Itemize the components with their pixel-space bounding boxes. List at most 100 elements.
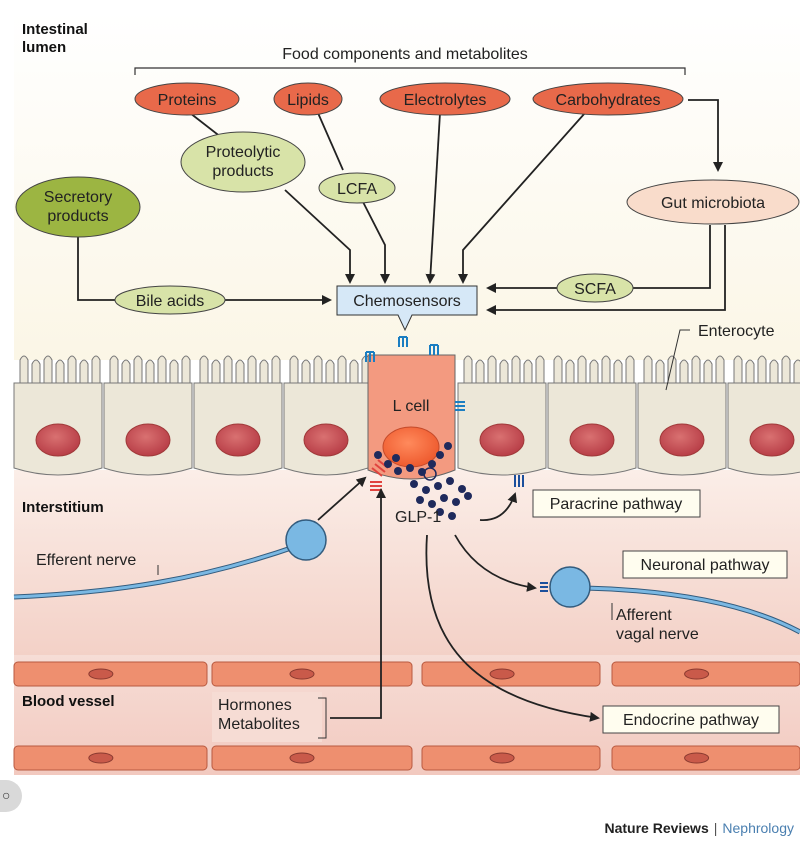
endothelial-nucleus <box>489 668 515 680</box>
glp1-granule <box>464 492 472 500</box>
glp1-granule <box>410 480 418 488</box>
lipids-label: Lipids <box>287 92 329 109</box>
glp1-granule <box>394 467 402 475</box>
enterocyte-pointer <box>665 329 690 391</box>
enterocyte-cell <box>13 355 103 476</box>
efferent-nerve-label: Efferent nerve <box>36 552 136 569</box>
proteins-label: Proteins <box>158 92 217 109</box>
enterocyte-nucleus <box>125 423 171 457</box>
food-components-bracket <box>134 67 686 75</box>
proteins-oval <box>134 82 240 116</box>
enterocyte-nucleus <box>479 423 525 457</box>
glp1-granule <box>422 486 430 494</box>
glp1-granule <box>374 451 382 459</box>
credit-separator: | <box>714 820 718 836</box>
scfa-oval <box>556 273 634 303</box>
glp1-granule <box>434 482 442 490</box>
output-arrows <box>317 476 600 722</box>
endothelial-nucleus <box>684 752 710 764</box>
endothelial-nucleus <box>88 668 114 680</box>
bile-acids-label: Bile acids <box>136 293 204 310</box>
l-cell: L cell <box>365 336 465 491</box>
scfa-label: SCFA <box>574 281 616 298</box>
enterocyte-cell <box>193 355 283 476</box>
afferent-nerve-terminal <box>549 566 591 608</box>
glp1-granule <box>458 485 466 493</box>
arrow-secretory <box>77 235 332 305</box>
endothelial-nucleus <box>489 752 515 764</box>
enterocyte-cell <box>283 355 371 476</box>
arrow-carb-to-microbiota <box>688 99 723 172</box>
lens-icon: ○ <box>2 787 11 803</box>
enterocyte-nucleus <box>303 423 349 457</box>
arrow-proteolytic <box>284 189 355 284</box>
chemosensors-label: Chemosensors <box>353 293 461 310</box>
endothelial-nucleus <box>289 752 315 764</box>
enterocytes <box>13 355 800 476</box>
carbohydrates-oval <box>532 82 684 116</box>
food-components-label: Food components and metabolites <box>282 46 527 63</box>
arrow-microbiota-direct <box>486 225 726 315</box>
lipids-oval <box>273 82 343 116</box>
glp1-label: GLP-1 <box>395 509 441 526</box>
glp1-granules <box>374 442 472 520</box>
gut-microbiota-label: Gut microbiota <box>661 195 765 212</box>
arrow-neuronal <box>454 534 537 592</box>
enterocyte-nucleus <box>35 423 81 457</box>
enterocyte-nucleus <box>215 423 261 457</box>
l-cell-label: L cell <box>393 398 430 415</box>
arrow-endocrine <box>425 534 600 722</box>
glp1-granule <box>428 500 436 508</box>
glp1-granule <box>448 512 456 520</box>
electrolytes-label: Electrolytes <box>404 92 487 109</box>
glp1-granule <box>436 451 444 459</box>
efferent-nerve-terminal <box>285 519 327 561</box>
glp1-granule <box>428 460 436 468</box>
proteolytic-oval <box>180 131 306 193</box>
enterocyte-nucleus <box>569 423 615 457</box>
electrolytes-oval <box>379 82 511 116</box>
glp1-exocytosis-vesicle <box>423 467 437 481</box>
arrow-lipids <box>317 112 344 171</box>
enterocyte-cell <box>727 355 800 476</box>
glp1-granule <box>384 460 392 468</box>
enterocyte-cell <box>547 355 637 476</box>
paracrine-pathway-box: Paracrine pathway <box>532 489 701 518</box>
arrow-electrolytes <box>425 112 441 284</box>
food-components: Proteins Lipids Electrolytes Carbohydrat… <box>134 82 684 116</box>
arrow-hormones <box>330 488 386 719</box>
glp1-granule <box>436 508 444 516</box>
arrow-carbohydrates <box>458 112 586 284</box>
bile-acids-oval <box>114 285 226 315</box>
lcfa-oval <box>318 172 396 204</box>
enterocyte-label: Enterocyte <box>698 323 775 340</box>
neuronal-pathway-label: Neuronal pathway <box>641 557 770 574</box>
region-label-interstitium: Interstitium <box>22 499 104 516</box>
lens-button[interactable]: ○ <box>0 780 22 812</box>
carbohydrates-label: Carbohydrates <box>556 92 661 109</box>
endothelial-nucleus <box>684 668 710 680</box>
gut-microbiota-oval <box>626 179 800 225</box>
receptor-icons <box>365 336 465 411</box>
paracrine-pathway-label: Paracrine pathway <box>550 496 683 513</box>
blood-vessel <box>13 661 800 771</box>
endocrine-pathway-box: Endocrine pathway <box>602 705 780 734</box>
journal-section: Nephrology <box>722 820 794 836</box>
epithelium: L cell Enterocyte <box>13 323 800 491</box>
glp1-granule <box>392 454 400 462</box>
endothelial-nucleus <box>289 668 315 680</box>
secretory-oval <box>15 176 141 238</box>
glp1-granule <box>440 494 448 502</box>
enterocyte-nucleus <box>749 423 795 457</box>
chemosensors-box: Chemosensors <box>336 285 478 332</box>
glp1-granule <box>446 477 454 485</box>
